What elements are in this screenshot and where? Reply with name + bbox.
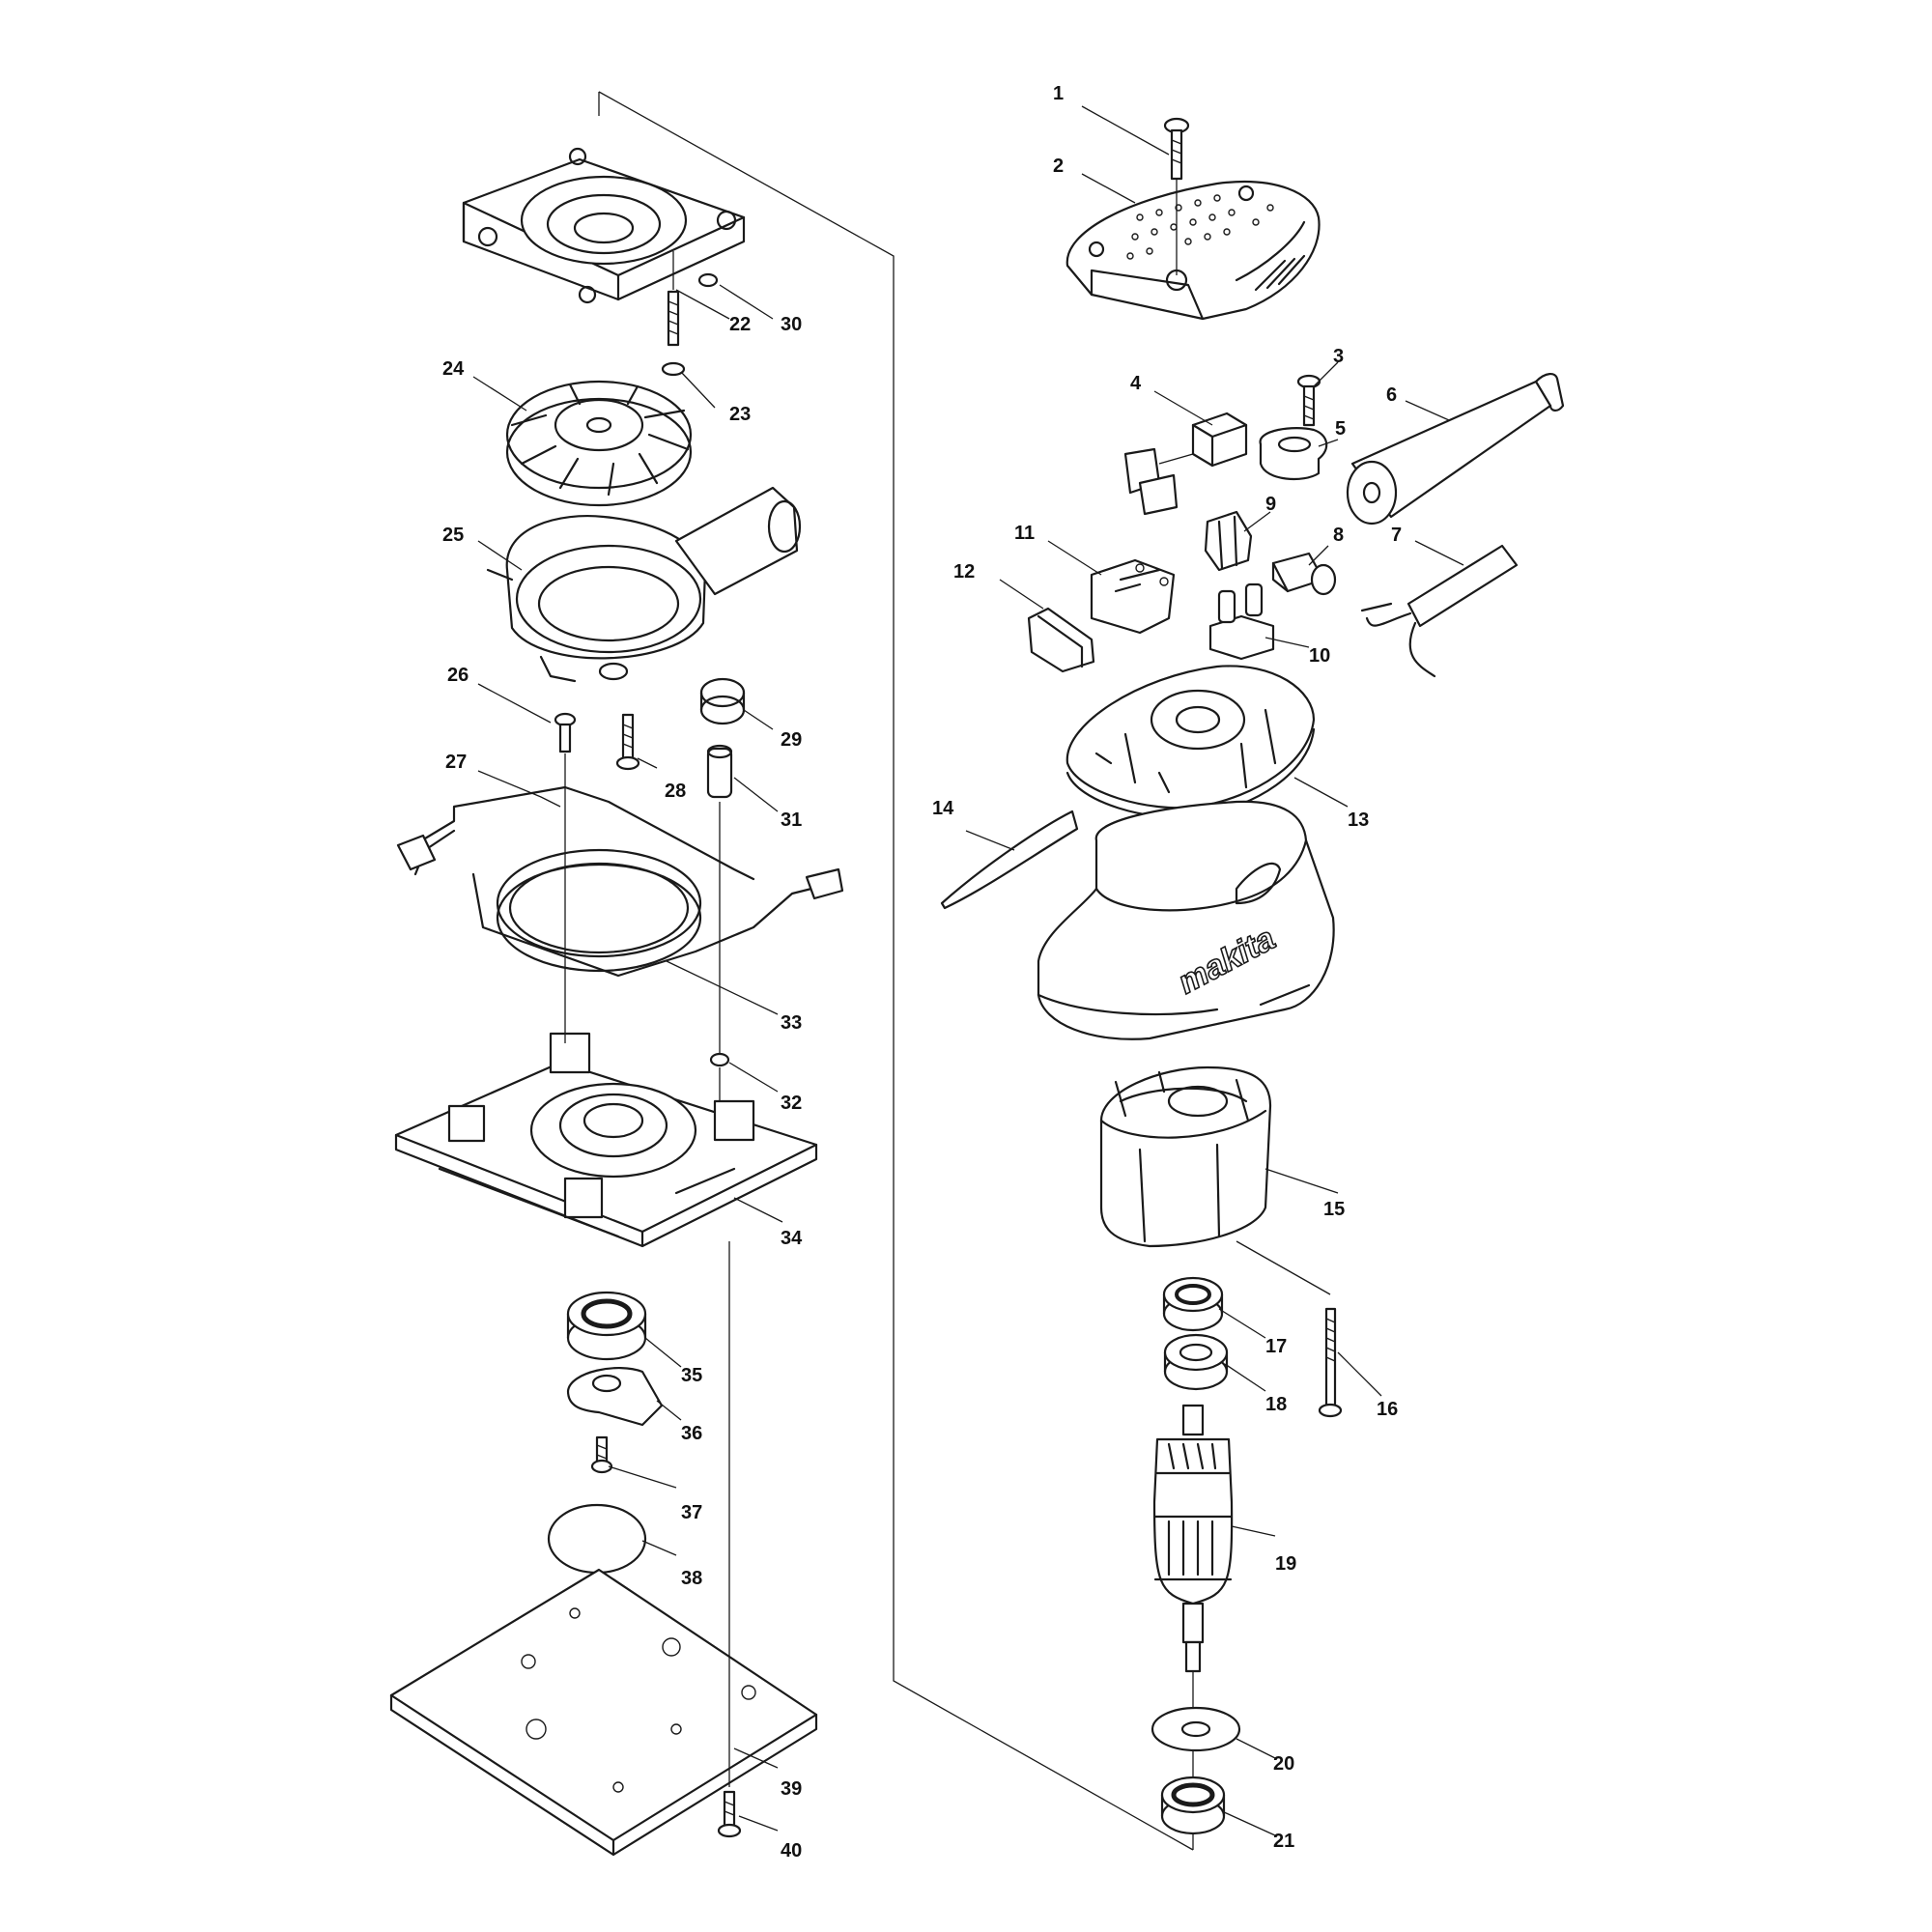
part-34-base-plate xyxy=(394,1032,818,1248)
part-39-sanding-pad xyxy=(389,1568,818,1857)
part-25-fan-housing xyxy=(486,486,802,683)
callout-38: 38 xyxy=(681,1568,702,1589)
callout-39: 39 xyxy=(781,1778,802,1800)
callout-18: 18 xyxy=(1265,1394,1287,1415)
callout-31: 31 xyxy=(781,810,802,831)
callout-9: 9 xyxy=(1265,494,1276,515)
callout-25: 25 xyxy=(442,525,464,546)
left-axis-lines xyxy=(564,251,730,1787)
part-28-screw xyxy=(615,713,640,771)
part-32-o-ring xyxy=(709,1052,730,1067)
part-11-switch xyxy=(1090,558,1176,635)
callout-10: 10 xyxy=(1309,645,1330,667)
callout-7: 7 xyxy=(1391,525,1402,546)
part-16-long-screw xyxy=(1318,1307,1343,1418)
part-2-top-cover xyxy=(1065,180,1321,321)
callout-23: 23 xyxy=(729,404,751,425)
part-4-capacitor xyxy=(1123,412,1248,516)
callout-29: 29 xyxy=(781,729,802,751)
callout-labels: 1 2 3 4 5 6 7 8 9 10 11 12 13 14 15 16 1… xyxy=(442,83,1402,1861)
callout-6: 6 xyxy=(1386,384,1397,406)
part-21-bearing xyxy=(1160,1776,1226,1835)
cover-vent-holes xyxy=(1126,194,1274,260)
callout-28: 28 xyxy=(665,781,686,802)
callout-34: 34 xyxy=(781,1228,803,1249)
callout-14: 14 xyxy=(932,798,954,819)
callout-leaders xyxy=(472,105,1464,1836)
callout-15: 15 xyxy=(1323,1199,1345,1220)
callout-22: 22 xyxy=(729,314,751,335)
callout-40: 40 xyxy=(781,1840,802,1861)
part-5-cord-clamp xyxy=(1259,427,1328,480)
callout-11: 11 xyxy=(1014,523,1035,544)
callout-16: 16 xyxy=(1377,1399,1398,1420)
callout-27: 27 xyxy=(445,752,467,773)
part-24-fan xyxy=(505,380,693,507)
part-26-screw xyxy=(554,712,577,753)
part-38-pad-disc xyxy=(547,1503,647,1575)
part-29-spacer xyxy=(699,677,746,725)
part-31-bushing xyxy=(706,744,733,799)
part-35-bearing xyxy=(566,1291,647,1361)
callout-30: 30 xyxy=(781,314,802,335)
callout-5: 5 xyxy=(1335,418,1346,440)
callout-1: 1 xyxy=(1053,83,1064,104)
callout-37: 37 xyxy=(681,1502,702,1523)
part-6-strain-relief xyxy=(1346,373,1565,526)
part-27-wire-clamp xyxy=(396,785,844,978)
callout-4: 4 xyxy=(1130,373,1142,394)
part-10-terminal-block xyxy=(1208,582,1275,661)
callout-19: 19 xyxy=(1275,1553,1296,1575)
callout-33: 33 xyxy=(781,1012,802,1034)
callout-17: 17 xyxy=(1265,1336,1287,1357)
part-19-armature xyxy=(1152,1404,1234,1673)
part-1-screw xyxy=(1163,117,1190,181)
part-12-switch-button xyxy=(1027,607,1095,673)
part-30-o-ring xyxy=(697,272,719,288)
callout-13: 13 xyxy=(1348,810,1369,831)
callout-12: 12 xyxy=(953,561,975,582)
part-37-screw xyxy=(590,1435,613,1474)
part-13-motor-housing: makita xyxy=(1037,665,1335,1040)
callout-20: 20 xyxy=(1273,1753,1294,1775)
callout-36: 36 xyxy=(681,1423,702,1444)
callout-2: 2 xyxy=(1053,156,1064,177)
part-14-name-plate xyxy=(940,810,1079,910)
part-20-washer xyxy=(1151,1706,1241,1752)
callout-21: 21 xyxy=(1273,1831,1294,1852)
part-33-seal-ring xyxy=(496,848,702,973)
callout-3: 3 xyxy=(1333,346,1344,367)
right-axis-lines xyxy=(1176,179,1331,1777)
callout-35: 35 xyxy=(681,1365,702,1386)
part-3-screw xyxy=(1296,374,1321,427)
callout-24: 24 xyxy=(442,358,465,380)
part-7-power-cord xyxy=(1360,544,1519,678)
part-9-switch-lever xyxy=(1204,510,1253,572)
callout-32: 32 xyxy=(781,1093,802,1114)
part-23-screw xyxy=(661,290,686,377)
part-15-stator xyxy=(1099,1065,1272,1248)
part-22-housing-plate xyxy=(462,147,746,304)
part-18-bearing xyxy=(1163,1333,1229,1391)
part-40-screw xyxy=(717,1790,742,1838)
part-36-counterweight xyxy=(566,1367,664,1427)
part-17-bearing xyxy=(1162,1276,1224,1332)
callout-8: 8 xyxy=(1333,525,1344,546)
part-8-brush-holder xyxy=(1271,552,1337,596)
callout-26: 26 xyxy=(447,665,469,686)
